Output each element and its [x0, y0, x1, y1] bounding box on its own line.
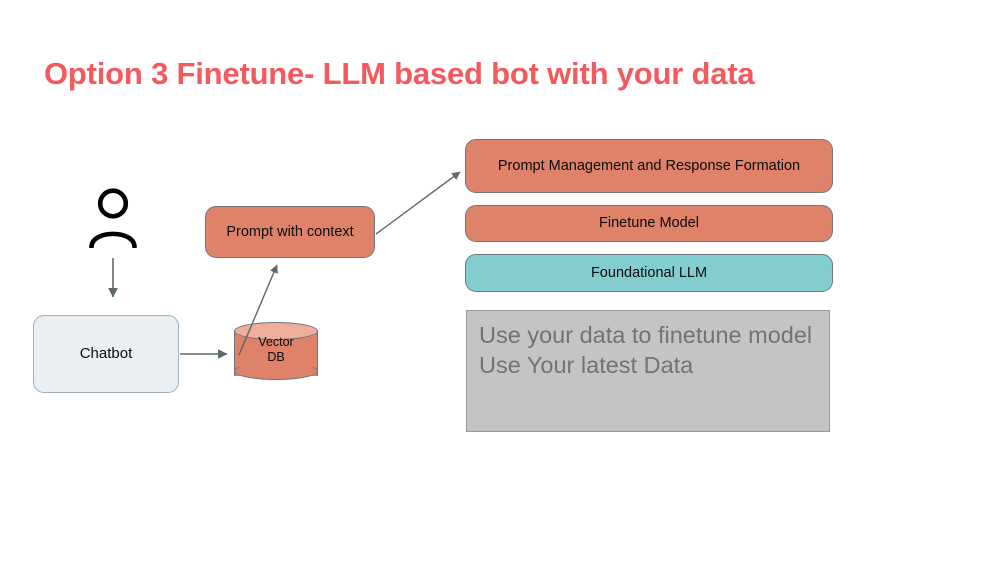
node-vector-db-label-line1: Vector — [258, 335, 294, 349]
node-finetune-model-label: Finetune Model — [599, 215, 699, 232]
arrow-prompt-context-to-prompt-management — [375, 171, 461, 235]
node-prompt-management-label: Prompt Management and Response Formation — [497, 157, 801, 174]
node-chatbot[interactable]: Chatbot — [33, 315, 179, 393]
note-line-1: Use your data to finetune model — [479, 322, 813, 348]
node-foundational-llm[interactable]: Foundational LLM — [465, 254, 833, 292]
node-foundational-llm-label: Foundational LLM — [590, 264, 708, 281]
note-line-2: Use Your latest Data — [479, 352, 694, 378]
node-vector-db[interactable]: Vector DB — [234, 322, 318, 380]
node-chatbot-label: Chatbot — [79, 344, 133, 362]
page-title: Option 3 Finetune- LLM based bot with yo… — [44, 56, 755, 91]
node-prompt-with-context[interactable]: Prompt with context — [205, 206, 375, 258]
note-box: Use your data to finetune model Use Your… — [466, 310, 830, 432]
cylinder-bottom-ellipse — [234, 362, 318, 380]
node-finetune-model[interactable]: Finetune Model — [465, 205, 833, 242]
person-icon — [84, 186, 142, 250]
node-prompt-management[interactable]: Prompt Management and Response Formation — [465, 139, 833, 193]
node-vector-db-label-line2: DB — [267, 350, 285, 364]
node-vector-db-label: Vector DB — [234, 335, 318, 365]
node-prompt-with-context-label: Prompt with context — [226, 223, 354, 240]
